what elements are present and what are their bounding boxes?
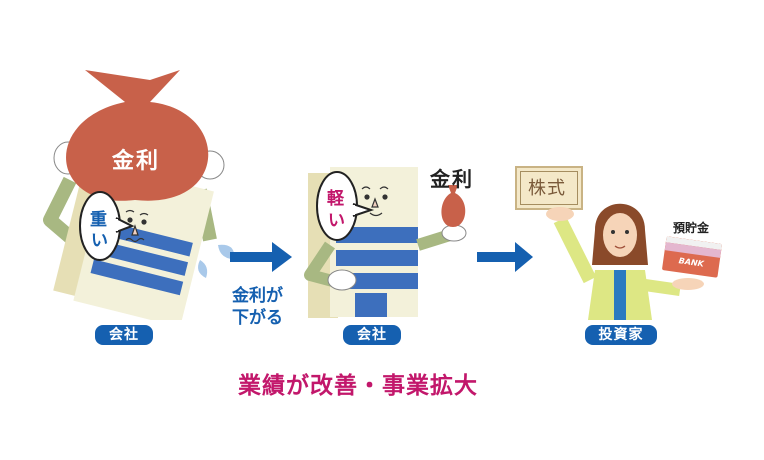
face — [603, 213, 637, 257]
savings-label: 預貯金 — [673, 221, 710, 235]
left-hand — [546, 207, 574, 221]
speech-bubble-heavy — [79, 191, 135, 261]
rate-decrease-line1: 金利が — [232, 286, 283, 306]
arrow-right-icon — [230, 242, 292, 272]
speech-bubble-light — [316, 171, 375, 241]
sweat-drop-2 — [198, 260, 208, 278]
arrow-right-icon — [477, 242, 533, 272]
bag-label: 金利 — [112, 149, 161, 174]
company-label-1: 会社 — [95, 325, 153, 345]
small-money-bag — [441, 185, 466, 227]
rate-decrease-line2: 下がる — [232, 308, 283, 328]
company-heavy-illustration — [43, 70, 235, 320]
interest-label: 金利 — [430, 167, 474, 191]
company-label-2: 会社 — [343, 325, 401, 345]
speech-light-char1: 軽 — [327, 189, 344, 209]
investor-label: 投資家 — [585, 325, 657, 345]
right-hand — [672, 278, 704, 290]
stock-label: 株式 — [528, 178, 566, 199]
right-hand — [441, 224, 467, 242]
speech-heavy-char2: い — [91, 231, 108, 251]
worried-face — [125, 209, 149, 243]
left-hand — [327, 269, 357, 291]
result-text: 業績が改善・事業拡大 — [238, 373, 478, 399]
left-arm — [553, 216, 597, 284]
shirt — [614, 270, 626, 320]
door — [355, 293, 387, 317]
speech-light-char2: い — [328, 211, 345, 231]
right-arm — [644, 279, 681, 296]
investor-illustration — [546, 203, 704, 320]
windows — [336, 227, 418, 289]
happy-face — [361, 186, 389, 217]
stock-certificate — [515, 166, 583, 210]
speech-heavy-char1: 重 — [90, 210, 107, 230]
money-bag — [66, 70, 209, 201]
